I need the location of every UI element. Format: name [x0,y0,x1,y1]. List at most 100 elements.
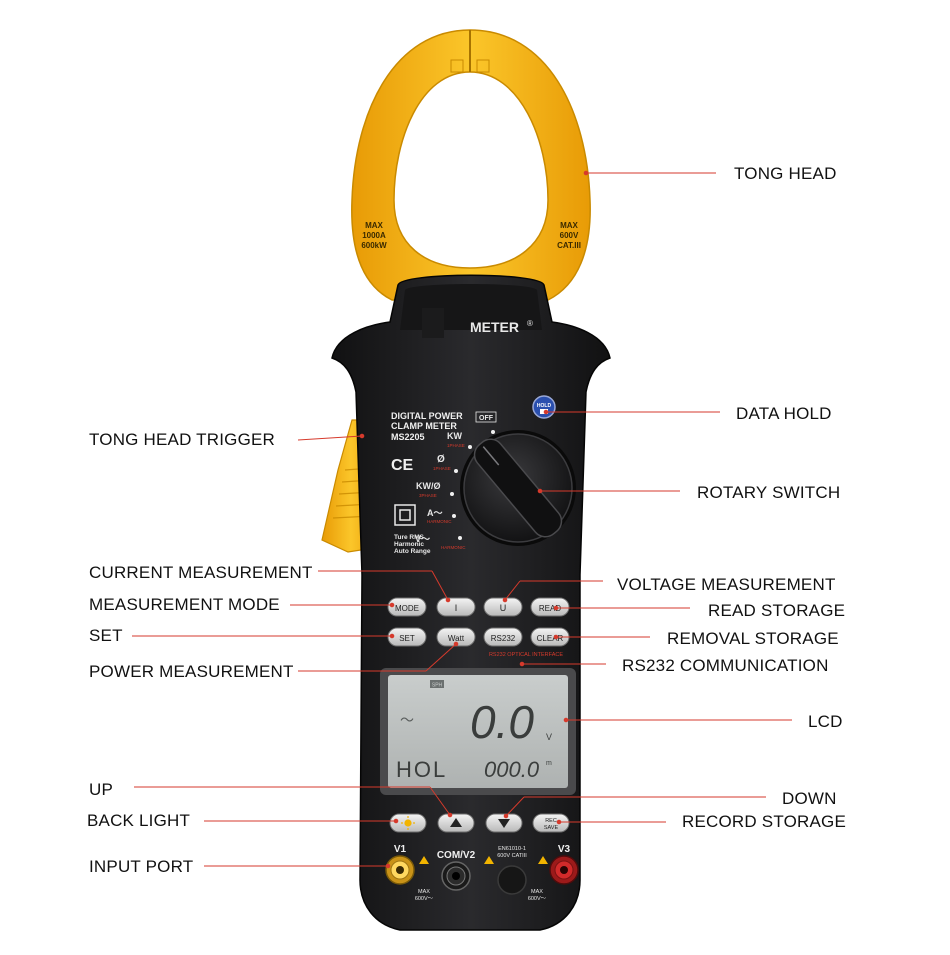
leader-lines [132,170,792,869]
dial-kw: KW [447,431,462,441]
max-right-line1: MAX [531,889,543,895]
ce-mark: CE [391,457,414,474]
dial-amp-sub: HARMONIC [427,519,452,524]
features-line3: Auto Range [394,548,431,555]
rotary-switch[interactable] [460,430,576,546]
dial-amp: A～ [427,508,443,518]
jaw-left-line3: 600kW [361,241,387,250]
save-label: SAVE [544,825,559,831]
lcd-unit: V [546,732,552,742]
tong-head: MAX 1000A 600kW MAX 600V CAT.III [351,29,591,301]
hold-label: HOLD [537,403,552,409]
callout-rotary-switch: ROTARY SWITCH [697,483,841,502]
callout-input-port: INPUT PORT [89,857,194,876]
brand-logo: METER [470,319,519,335]
up-button[interactable] [437,813,475,833]
dial-volt: V～ [415,534,430,544]
current-measurement-button[interactable]: I [436,597,476,617]
warning-icon-right [538,856,548,864]
jaw-right-line3: CAT.III [557,241,581,250]
callout-tong-head-trigger: TONG HEAD TRIGGER [89,430,276,449]
warning-icon-center [484,856,494,864]
dial-kw-sub: 1PHASE [447,443,465,448]
triangle-up-icon [450,818,462,827]
dial-phi: Ø [437,454,445,465]
port-com-label: COM/V2 [437,850,476,861]
input-port-blank [497,865,527,895]
port-v3-label: V3 [558,844,571,855]
callout-back-light: BACK LIGHT [87,811,191,830]
features-line2: Harmonic [394,541,424,548]
input-port-com[interactable] [441,861,471,891]
standard-line2: 600V CATIII [497,853,527,859]
triangle-down-icon [498,819,510,828]
callout-voltage-measurement: VOLTAGE MEASUREMENT [617,575,836,594]
optical-window [422,308,444,338]
max-left-line1: MAX [418,889,430,895]
mode-button[interactable]: MODE [387,597,427,617]
back-light-button[interactable] [389,813,427,833]
callout-up: UP [89,780,114,799]
rs232-optical-interface-label: RS232 OPTICAL INTERFACE [489,652,563,658]
jaw-left-line1: MAX [365,221,383,230]
dial-volt-sub: HARMONIC [441,545,466,550]
device-model: MS2205 [391,432,425,442]
device-title-line1: DIGITAL POWER [391,411,463,421]
rs232-label: RS232 [491,634,516,643]
lcd-display: SPH ～ 0.0 V HOL 000.0 m [380,668,576,795]
warning-icon-left [419,856,429,864]
set-label: SET [399,634,415,643]
double-insulation-icon [394,504,416,526]
callout-removal-storage: REMOVAL STORAGE [667,629,839,648]
callout-power-measurement: POWER MEASUREMENT [89,662,294,681]
max-right-line2: 600V～ [528,896,547,902]
dial-kw-phi: KW/Ø [416,481,441,491]
voltage-label: U [500,603,507,613]
sun-icon [401,816,415,830]
lcd-sub-value: 000.0 [484,757,540,782]
watt-label: Watt [448,634,465,643]
lcd-ac-indicator: ～ [400,712,414,728]
callout-tong-head: TONG HEAD [734,164,837,183]
input-port-v1[interactable] [385,855,415,885]
callout-current-measurement: CURRENT MEASUREMENT [89,563,313,582]
callout-down: DOWN [782,789,837,808]
brand-registered-mark: ® [527,319,533,328]
record-storage-button[interactable]: REC SAVE [532,813,570,833]
jaw-right-line2: 600V [560,231,579,240]
callout-data-hold: DATA HOLD [736,404,832,423]
clear-label: CLEAR [537,634,564,643]
voltage-measurement-button[interactable]: U [483,597,523,617]
features-line1: Ture RMS [394,534,425,541]
lcd-main-value: 0.0 [470,696,534,748]
max-left-line2: 600V～ [415,896,434,902]
callout-lcd: LCD [808,712,843,731]
down-button[interactable] [485,813,523,833]
mode-label: MODE [395,604,419,613]
lcd-sub-unit: m [546,760,552,767]
callout-set: SET [89,626,123,645]
rec-label: REC [545,818,557,824]
callout-read-storage: READ STORAGE [708,601,846,620]
rs232-button[interactable]: RS232 [483,627,523,647]
read-label: READ [539,604,561,613]
input-port-v3[interactable] [549,855,579,885]
dial-kw-phi-sub: 3PHASE [419,493,437,498]
jaw-left-line2: 1000A [362,231,386,240]
dial-phi-sub: 1PHASE [433,466,451,471]
standard-line1: EN61010-1 [498,846,526,852]
set-button[interactable]: SET [387,627,427,647]
read-storage-button[interactable]: READ [530,597,570,617]
port-v1-label: V1 [394,844,407,855]
data-hold-button[interactable]: HOLD [532,395,556,419]
device-title-line2: CLAMP METER [391,421,457,431]
callout-record-storage: RECORD STORAGE [682,812,847,831]
dial-position-dots [450,430,495,540]
lcd-tag: SPH [432,683,443,689]
callout-measurement-mode: MEASUREMENT MODE [89,595,280,614]
current-label: I [455,603,458,613]
jaw-right-line1: MAX [560,221,578,230]
callout-rs232-communication: RS232 COMMUNICATION [622,656,829,675]
